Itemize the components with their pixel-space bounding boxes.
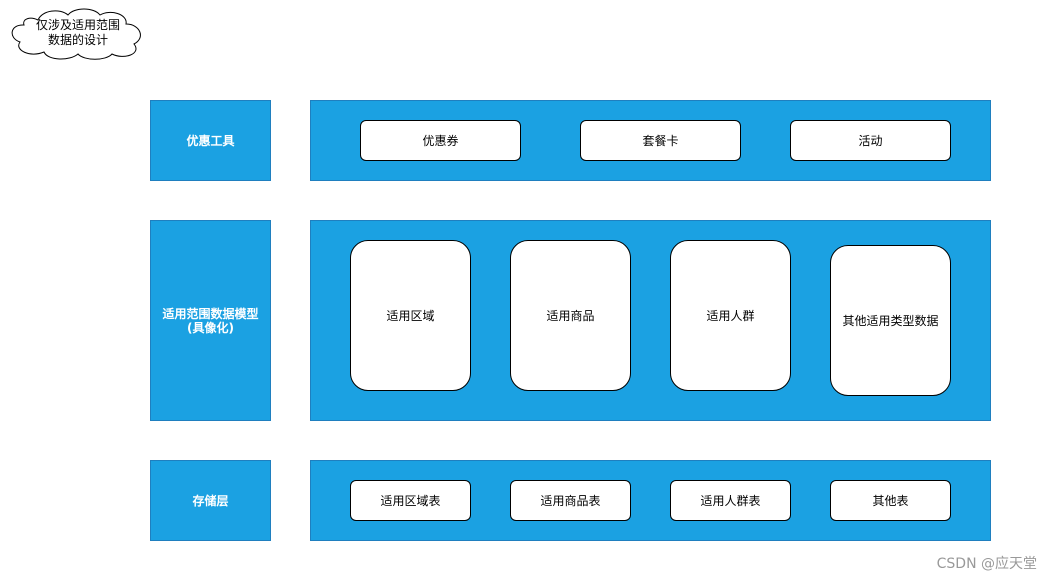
storage-item-region-table: 适用区域表	[350, 480, 471, 521]
model-item-product-label: 适用商品	[546, 309, 595, 323]
tools-item-coupon-label: 优惠券	[422, 134, 459, 148]
tools-item-coupon: 优惠券	[360, 120, 521, 161]
cloud-note: 仅涉及适用范围 数据的设计	[8, 6, 148, 60]
storage-item-other-table-label: 其他表	[872, 494, 909, 508]
storage-item-audience-table-label: 适用人群表	[700, 494, 761, 508]
model-item-other-types: 其他适用类型数据	[830, 245, 951, 396]
tools-item-activity-label: 活动	[858, 134, 883, 148]
watermark: CSDN @应天堂	[936, 556, 1037, 572]
cloud-shape	[11, 8, 141, 60]
model-item-region-label: 适用区域	[386, 309, 435, 323]
storage-row-label-text: 存储层	[192, 493, 229, 508]
storage-item-region-table-label: 适用区域表	[380, 494, 441, 508]
model-item-audience: 适用人群	[670, 240, 791, 391]
cloud-note-line1: 仅涉及适用范围	[35, 18, 120, 32]
model-row-label-line1: 适用范围数据模型	[162, 306, 259, 321]
tools-item-package-card-label: 套餐卡	[642, 134, 679, 148]
tools-row-label-text: 优惠工具	[186, 133, 235, 148]
model-row-label-line2: (具像化)	[187, 320, 234, 335]
model-item-product: 适用商品	[510, 240, 631, 391]
cloud-note-line2: 数据的设计	[47, 33, 108, 47]
storage-row-label: 存储层	[150, 460, 271, 541]
model-item-audience-label: 适用人群	[706, 309, 755, 323]
storage-item-other-table: 其他表	[830, 480, 951, 521]
storage-item-product-table: 适用商品表	[510, 480, 631, 521]
model-row-label: 适用范围数据模型 (具像化)	[150, 220, 271, 421]
storage-item-audience-table: 适用人群表	[670, 480, 791, 521]
tools-item-activity: 活动	[790, 120, 951, 161]
tools-item-package-card: 套餐卡	[580, 120, 741, 161]
model-item-region: 适用区域	[350, 240, 471, 391]
storage-item-product-table-label: 适用商品表	[540, 494, 601, 508]
tools-row-label: 优惠工具	[150, 100, 271, 181]
model-item-other-types-label: 其他适用类型数据	[842, 314, 939, 328]
cloud-note-text: 仅涉及适用范围 数据的设计	[8, 6, 148, 60]
